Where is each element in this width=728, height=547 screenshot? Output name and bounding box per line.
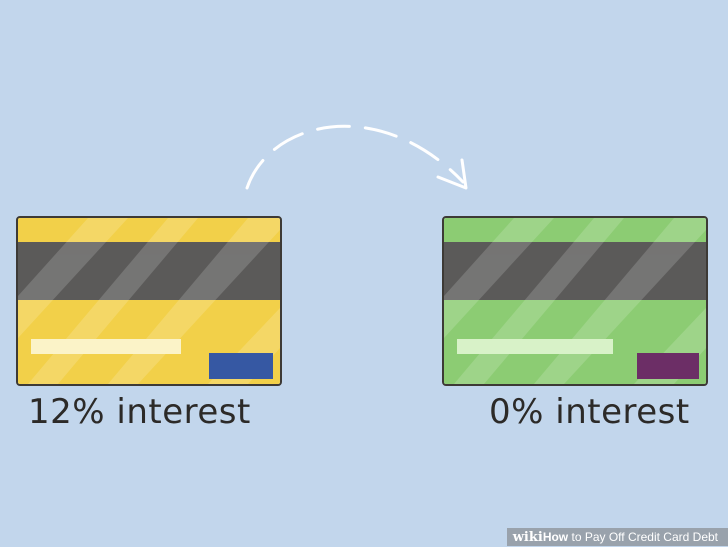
transfer-arrow-icon bbox=[245, 124, 468, 190]
high-interest-caption: 12% interest bbox=[28, 392, 251, 432]
zero-interest-caption: 0% interest bbox=[489, 392, 690, 432]
watermark-how: How bbox=[542, 530, 569, 544]
credit-card-zero-interest bbox=[442, 216, 708, 386]
watermark-brand: wiki bbox=[512, 530, 543, 545]
credit-card-high-interest bbox=[16, 216, 282, 386]
wikihow-watermark: wikiHow to Pay Off Credit Card Debt bbox=[506, 528, 728, 546]
watermark-title: to Pay Off Credit Card Debt bbox=[568, 530, 718, 544]
